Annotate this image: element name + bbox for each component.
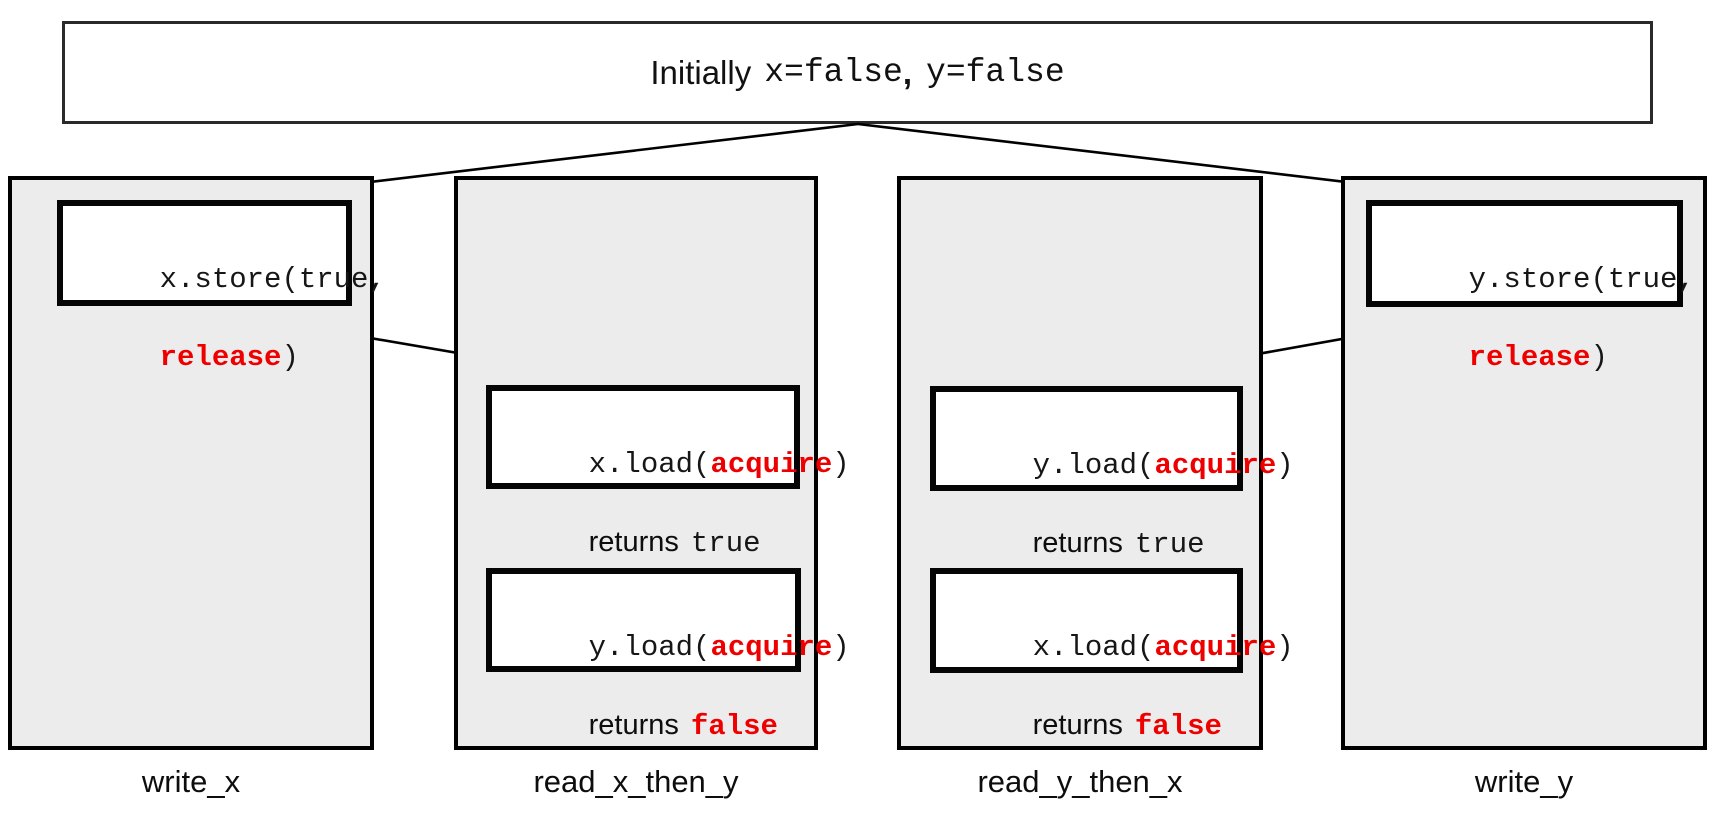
initial-y-assignment: y=false — [926, 54, 1065, 91]
load-x2-close: ) — [832, 448, 850, 481]
store-x-close: ) — [281, 341, 299, 374]
initial-label: Initially — [650, 53, 752, 91]
load-x3-ordering: acquire — [1154, 631, 1277, 664]
op-box-load-x-first: x.load(acquire) returns true — [486, 385, 850, 560]
thread-label-write-x: write_x — [141, 764, 241, 799]
store-y-close: ) — [1590, 341, 1608, 374]
initial-comma: , — [902, 53, 913, 91]
store-y-ordering: release — [1468, 341, 1591, 374]
op-box-store-y: y.store(true, release) — [1366, 200, 1695, 374]
op-box-load-y-second: y.load(acquire) returns false — [486, 568, 850, 743]
load-y3-fn: y.load( — [1032, 449, 1155, 482]
store-y-line1: y.store(true, — [1468, 263, 1695, 296]
load-x3-returns-value: false — [1134, 710, 1222, 743]
load-y3-ordering: acquire — [1154, 449, 1277, 482]
store-x-line1: x.store(true, — [159, 263, 386, 296]
op-box-load-x-second: x.load(acquire) returns false — [930, 568, 1294, 743]
load-y3-returns-word: returns — [1032, 527, 1123, 559]
load-y3-close: ) — [1276, 449, 1294, 482]
initial-state-box: Initially x=false, y=false — [62, 21, 1653, 124]
load-x3-close: ) — [1276, 631, 1294, 664]
load-x2-returns-word: returns — [588, 526, 679, 558]
load-x2-returns-value: true — [690, 527, 761, 560]
load-y2-ordering: acquire — [710, 631, 833, 664]
load-y3-returns-value: true — [1134, 528, 1205, 561]
load-y2-fn: y.load( — [588, 631, 711, 664]
store-x-ordering: release — [159, 341, 282, 374]
load-y2-returns-value: false — [690, 710, 778, 743]
op-box-load-y-first: y.load(acquire) returns true — [930, 386, 1294, 561]
thread-label-read-x-then-y: read_x_then_y — [533, 764, 739, 799]
load-y2-returns-word: returns — [588, 709, 679, 741]
op-box-store-x: x.store(true, release) — [57, 200, 386, 374]
initial-x-assignment: x=false — [764, 54, 903, 91]
thread-label-write-y: write_y — [1474, 764, 1574, 799]
load-x2-fn: x.load( — [588, 448, 711, 481]
thread-label-read-y-then-x: read_y_then_x — [977, 764, 1183, 799]
load-x3-returns-word: returns — [1032, 709, 1123, 741]
load-x3-fn: x.load( — [1032, 631, 1155, 664]
load-y2-close: ) — [832, 631, 850, 664]
load-x2-ordering: acquire — [710, 448, 833, 481]
